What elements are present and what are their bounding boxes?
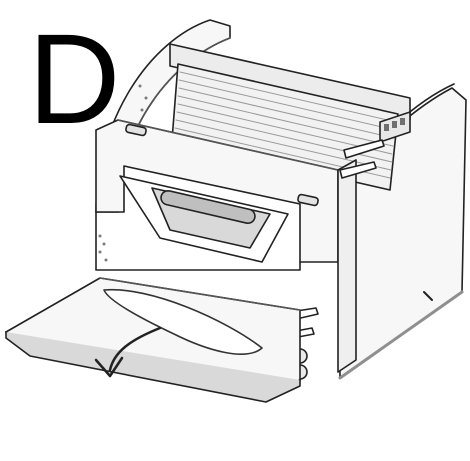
right-post [337, 159, 357, 373]
tray-slot-shadow [99, 277, 301, 311]
side-panel-bottom-shadow [338, 290, 464, 380]
foot-right [423, 291, 433, 301]
panel-handle-left [125, 123, 147, 137]
base-opening [95, 211, 301, 271]
adjust-lever-upper [343, 139, 385, 159]
pull-arrow [108, 326, 162, 372]
step-letter: D [28, 8, 121, 151]
tray-thickness [5, 331, 301, 403]
vent-dots [98, 84, 148, 262]
front-panel [95, 119, 339, 263]
front-panel-lip [117, 119, 339, 171]
pull-arrow-head [94, 356, 124, 378]
tray-opening [103, 288, 263, 355]
adjust-lever-middle [339, 161, 377, 179]
hopper-roller [160, 189, 256, 225]
control-buttons [384, 118, 405, 131]
panel-handle-right [297, 193, 319, 207]
